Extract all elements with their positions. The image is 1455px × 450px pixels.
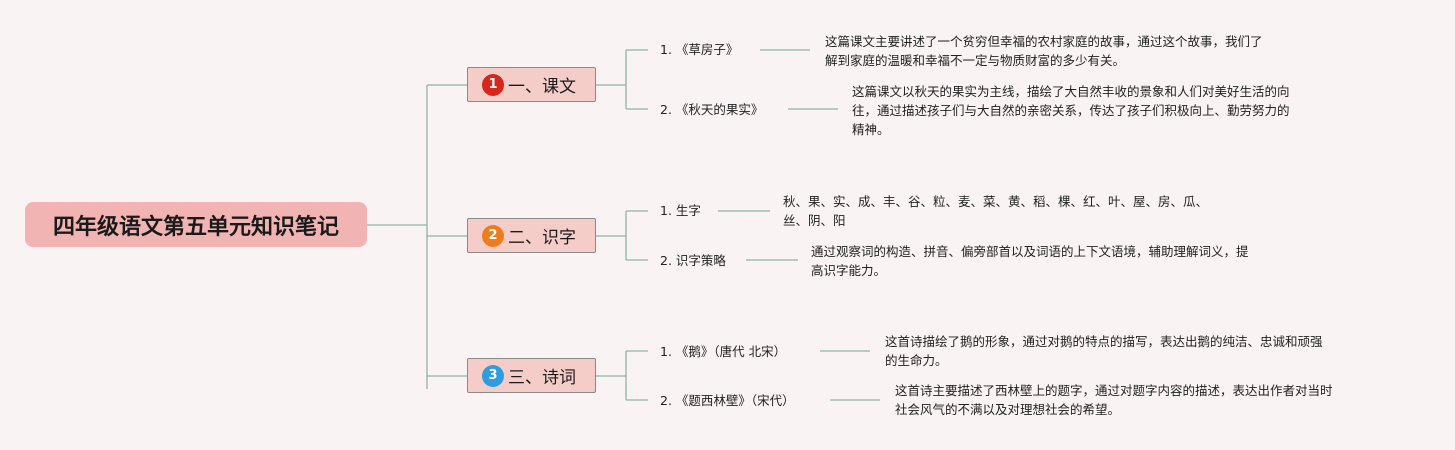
desc-line: 通过观察词的构造、拼音、偏旁部首以及词语的上下文语境，辅助理解词义，提 <box>811 244 1249 259</box>
desc-qiutian: 这篇课文以秋天的果实为主线，描绘了大自然丰收的景象和人们对美好生活的向 往，通过… <box>852 82 1290 139</box>
number-badge-2: 2 <box>482 224 504 247</box>
desc-line: 这篇课文主要讲述了一个贫穷但幸福的农村家庭的故事，通过这个故事，我们了 <box>825 34 1263 49</box>
branch-label: 三、诗词 <box>508 368 576 388</box>
desc-line: 解到家庭的温暖和幸福不一定与物质财富的多少有关。 <box>825 53 1126 68</box>
leaf-caofangzi[interactable]: 1. 《草房子》 <box>660 42 739 57</box>
desc-line: 丝、阴、阳 <box>783 213 846 228</box>
number-badge-3: 3 <box>482 364 504 387</box>
leaf-tixilinbi[interactable]: 2. 《题西林壁》（宋代） <box>660 393 795 408</box>
leaf-e[interactable]: 1. 《鹅》（唐代 北宋） <box>660 344 787 359</box>
leaf-strategy[interactable]: 2. 识字策略 <box>660 253 726 268</box>
branch-lessons[interactable]: 1 一、课文 <box>467 67 596 102</box>
desc-line: 秋、果、实、成、丰、谷、粒、麦、菜、黄、稻、棵、红、叶、屋、房、瓜、 <box>783 194 1209 209</box>
desc-line: 这首诗主要描述了西林壁上的题字，通过对题字内容的描述，表达出作者对当时 <box>895 383 1333 398</box>
branch-label: 二、识字 <box>508 228 576 248</box>
desc-line: 的生命力。 <box>885 353 948 368</box>
branch-poetry[interactable]: 3 三、诗词 <box>467 358 596 393</box>
desc-e: 这首诗描绘了鹅的形象，通过对鹅的特点的描写，表达出鹅的纯洁、忠诚和顽强 的生命力… <box>885 332 1323 370</box>
root-topic[interactable]: 四年级语文第五单元知识笔记 <box>25 202 367 247</box>
desc-line: 社会风气的不满以及对理想社会的希望。 <box>895 402 1121 417</box>
desc-line: 这篇课文以秋天的果实为主线，描绘了大自然丰收的景象和人们对美好生活的向 <box>852 84 1290 99</box>
branch-literacy[interactable]: 2 二、识字 <box>467 218 596 253</box>
desc-line: 往，通过描述孩子们与大自然的亲密关系，传达了孩子们积极向上、勤劳努力的 <box>852 103 1290 118</box>
desc-strategy: 通过观察词的构造、拼音、偏旁部首以及词语的上下文语境，辅助理解词义，提 高识字能… <box>811 242 1249 280</box>
leaf-shengzi[interactable]: 1. 生字 <box>660 203 701 218</box>
desc-line: 这首诗描绘了鹅的形象，通过对鹅的特点的描写，表达出鹅的纯洁、忠诚和顽强 <box>885 334 1323 349</box>
root-title: 四年级语文第五单元知识笔记 <box>52 214 339 240</box>
leaf-qiutian[interactable]: 2. 《秋天的果实》 <box>660 102 764 117</box>
desc-line: 高识字能力。 <box>811 263 887 278</box>
branch-label: 一、课文 <box>508 77 576 97</box>
number-badge-1: 1 <box>482 73 504 96</box>
desc-caofangzi: 这篇课文主要讲述了一个贫穷但幸福的农村家庭的故事，通过这个故事，我们了 解到家庭… <box>825 32 1263 70</box>
desc-shengzi: 秋、果、实、成、丰、谷、粒、麦、菜、黄、稻、棵、红、叶、屋、房、瓜、 丝、阴、阳 <box>783 192 1208 230</box>
desc-line: 精神。 <box>852 122 890 137</box>
desc-tixilinbi: 这首诗主要描述了西林壁上的题字，通过对题字内容的描述，表达出作者对当时 社会风气… <box>895 381 1333 419</box>
